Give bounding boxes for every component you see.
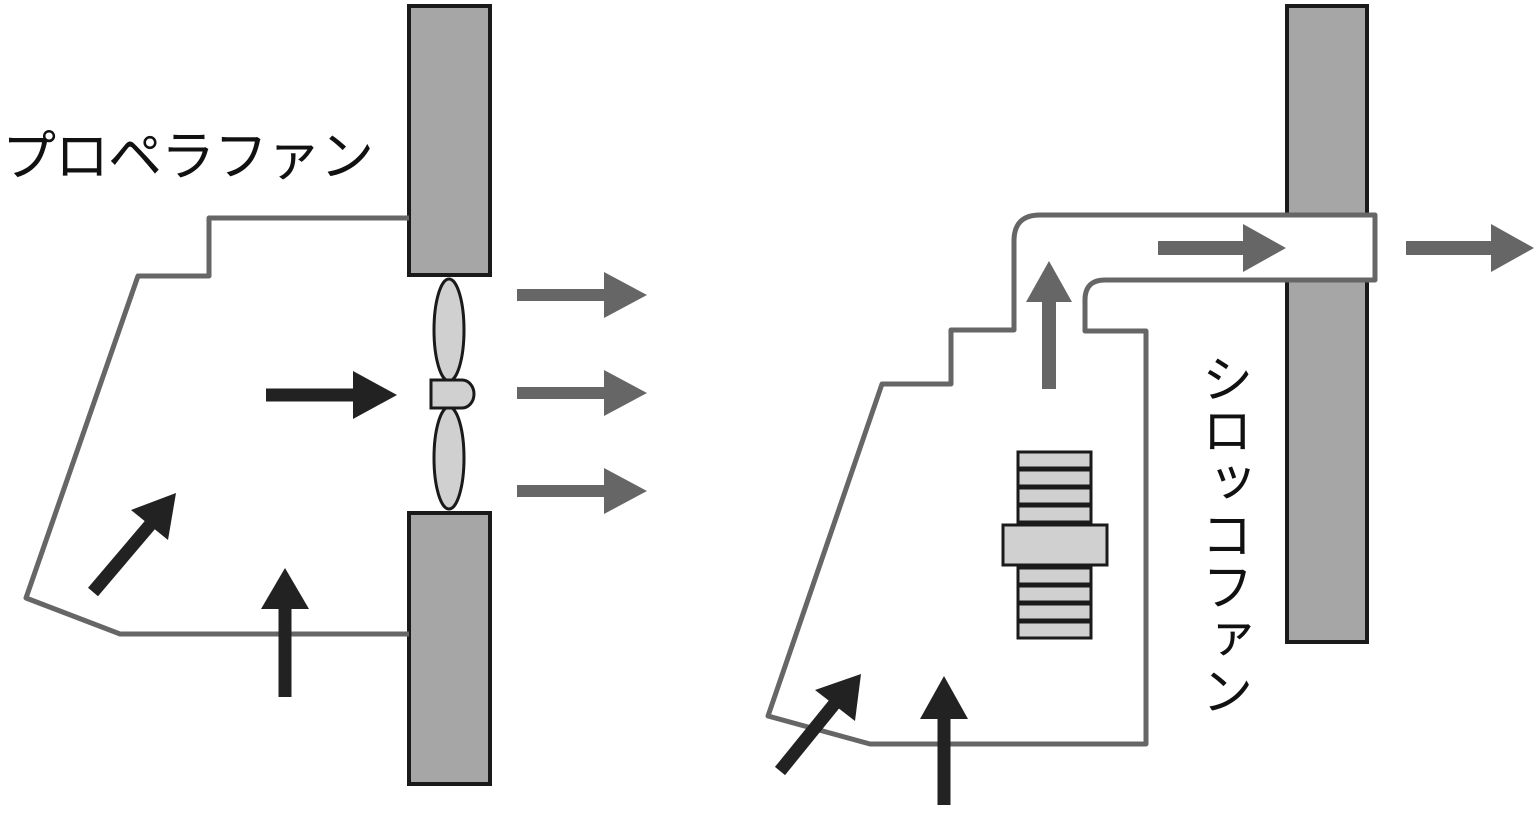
- sirocco-fan-diagram: [765, 4, 1534, 805]
- propeller-fan-diagram: [23, 4, 647, 786]
- intake-arrow-vertical-right: [920, 676, 968, 805]
- hood-outline-left: [23, 215, 409, 637]
- duct-opening: [1285, 216, 1375, 280]
- wall-lower-left: [407, 511, 492, 786]
- exhaust-arrows-right: [1026, 224, 1534, 389]
- exhaust-arrow-bottom: [517, 468, 647, 514]
- propeller-fan-icon: [429, 277, 476, 511]
- intake-arrow-diagonal: [88, 493, 176, 597]
- sirocco-fan-label: シロッコファン: [1192, 352, 1252, 716]
- intake-arrow-diagonal-right: [774, 674, 861, 776]
- intake-arrows-left: [88, 371, 397, 697]
- intake-arrows-right: [774, 674, 968, 805]
- exhaust-arrow-top: [517, 272, 647, 318]
- exhaust-arrow-duct: [1158, 224, 1286, 272]
- wall-right: [1285, 4, 1369, 644]
- intake-arrow-horizontal: [266, 371, 397, 419]
- exhaust-arrows-left: [517, 272, 647, 514]
- exhaust-arrow-up: [1026, 261, 1072, 389]
- exhaust-arrow-outside: [1406, 224, 1534, 272]
- intake-arrow-vertical: [261, 568, 309, 697]
- wall-upper-left: [407, 4, 492, 277]
- propeller-fan-label: プロペラファン: [2, 125, 374, 188]
- exhaust-arrow-middle: [517, 370, 647, 416]
- sirocco-fan-icon: [1001, 450, 1109, 640]
